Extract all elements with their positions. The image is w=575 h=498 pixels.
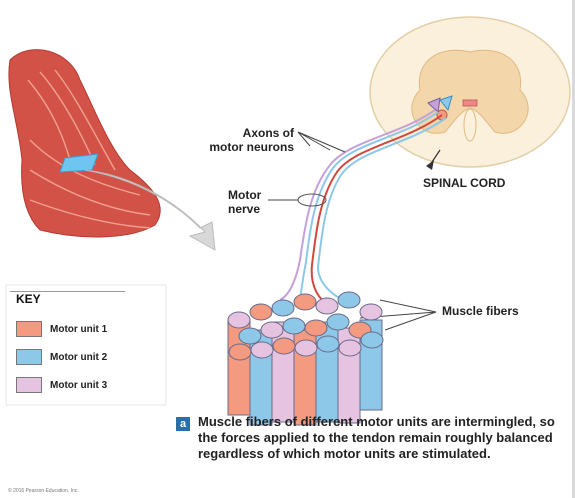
- key-item-motor-unit-2: Motor unit 2: [16, 348, 107, 366]
- swatch-motor-unit-3: [16, 377, 42, 393]
- key-item-motor-unit-3: Motor unit 3: [16, 376, 107, 394]
- swatch-motor-unit-2: [16, 349, 42, 365]
- key-label: Motor unit 1: [50, 324, 107, 335]
- key-label: Motor unit 2: [50, 352, 107, 363]
- motor-nerve-label: Motor nerve: [228, 188, 288, 216]
- figure-caption: Muscle fibers of different motor units a…: [198, 414, 558, 462]
- key-label: Motor unit 3: [50, 380, 107, 391]
- axons-label: Axons of motor neurons: [208, 126, 294, 154]
- axons-leader: [298, 132, 345, 152]
- key-item-motor-unit-1: Motor unit 1: [16, 320, 107, 338]
- copyright-text: © 2016 Pearson Education, Inc.: [8, 488, 79, 494]
- muscle-fiber-bundle: [228, 292, 383, 425]
- arm-illustration: [9, 50, 160, 237]
- muscle-fibers-label: Muscle fibers: [442, 304, 552, 318]
- spinal-cord-label: SPINAL CORD: [423, 176, 533, 190]
- swatch-motor-unit-1: [16, 321, 42, 337]
- key-title: KEY: [16, 292, 41, 306]
- spinal-cord-illustration: [370, 17, 570, 170]
- caption-badge: a: [176, 417, 190, 431]
